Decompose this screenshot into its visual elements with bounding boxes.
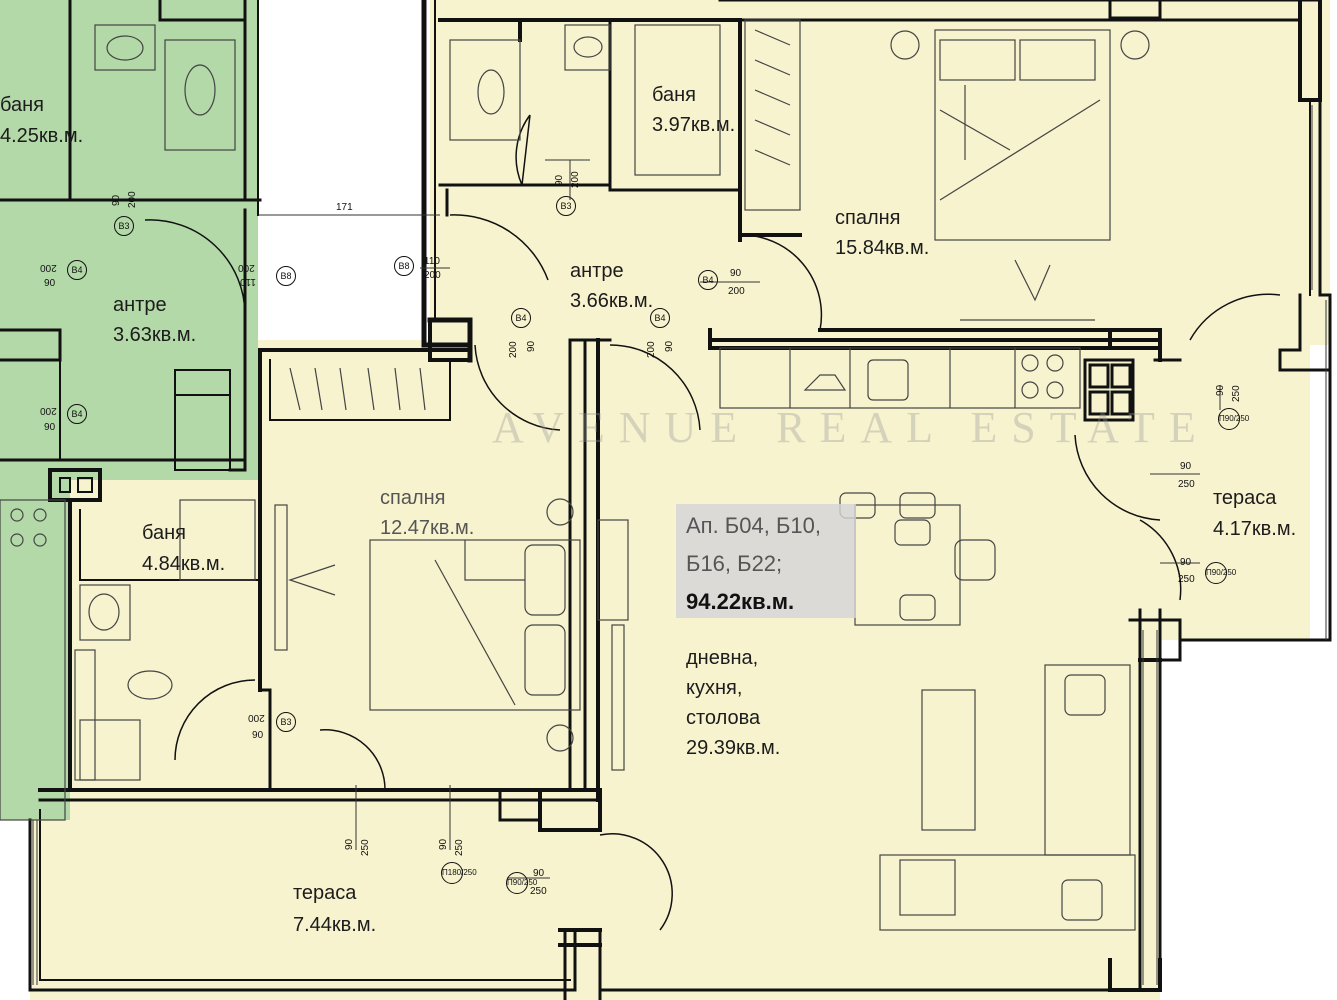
dimension-90-bottom-c: 90 — [533, 868, 545, 879]
dimension-90-terrace-b: 90 — [1180, 557, 1192, 568]
door-tag-b4-bedroom: В4 — [698, 270, 718, 290]
dimension-90-terrace-a: 90 — [1180, 461, 1192, 472]
room-area-terrace-bottom: 7.44кв.м. — [293, 914, 377, 936]
door-tag-b3-top: В3 — [556, 196, 576, 216]
room-area-hall: 3.66кв.м. — [570, 290, 654, 312]
dimension-06-rev-c: 06 — [252, 728, 264, 739]
apartment-summary: Ап. Б04, Б10, Б16, Б22; 94.22кв.м. — [676, 504, 856, 618]
room-name-living-line1: дневна, — [686, 647, 759, 669]
apartment-numbers-line1: Ап. Б04, Б10, — [686, 513, 821, 538]
room-name-terrace-right: тераса — [1213, 487, 1277, 509]
door-tag-b4-hall-right: В4 — [650, 308, 670, 328]
room-area-bath-left: 4.84кв.м. — [142, 553, 226, 575]
dimension-171: 171 — [336, 202, 353, 213]
dimension-90-terrace-door: 90 — [1215, 384, 1226, 396]
room-name-neighbor-hall: антре — [113, 294, 167, 316]
dimension-90-neighbor: 90 — [111, 194, 122, 206]
dimension-200-neighbor: 200 — [127, 191, 138, 208]
doors — [144, 114, 1281, 931]
door-tag-p90-terrace-b: П90/250 — [1205, 562, 1236, 584]
door-tag-p90-terrace-a: П90/250 — [1218, 408, 1249, 430]
room-name-bedroom-mid: спалня — [380, 487, 446, 509]
total-area: 94.22кв.м. — [686, 589, 795, 614]
dimension-lines — [258, 159, 1221, 879]
dimension-06-rev-a: 06 — [44, 276, 56, 287]
room-area-living: 29.39кв.м. — [686, 737, 781, 759]
room-area-neighbor-bath: 4.25кв.м. — [0, 125, 84, 147]
door-tag-b3-neighbor: В3 — [114, 216, 134, 236]
room-name-hall: антре — [570, 260, 624, 282]
door-tag-b4-neighbor-b: В4 — [67, 404, 87, 424]
room-name-bath-top: баня — [652, 84, 696, 106]
watermark: AVENUE REAL ESTATE — [492, 403, 1210, 452]
door-tag-b4-hall-left: В4 — [511, 308, 531, 328]
room-area-bath-top: 3.97кв.м. — [652, 114, 736, 136]
exterior-hatching — [32, 105, 1327, 985]
dimension-110-hall: 110 — [424, 256, 440, 267]
door-tag-b8-hall: В8 — [394, 256, 414, 276]
dimension-200-rev-a: 200 — [40, 262, 57, 273]
dimension-250-bottom-b: 250 — [454, 839, 465, 856]
room-name-bedroom-top: спалня — [835, 207, 901, 229]
door-tag-b3-bath: В3 — [276, 712, 296, 732]
dimension-250-terrace-a: 250 — [1178, 479, 1195, 490]
room-name-neighbor-bath: баня — [0, 94, 44, 116]
door-tag-p180-bottom: П180/250 — [441, 862, 477, 884]
door-tag-b4-neighbor-a: В4 — [67, 260, 87, 280]
room-name-bath-left: баня — [142, 522, 186, 544]
dimension-200-rev-c: 200 — [248, 712, 265, 723]
room-name-terrace-bottom: тераса — [293, 882, 357, 904]
dimension-250-bottom-c: 250 — [530, 886, 547, 897]
room-name-living-line2: кухня, — [686, 677, 743, 699]
dimension-90-hall-right: 90 — [664, 340, 675, 352]
dimension-90-bottom-a: 90 — [344, 838, 355, 850]
dimension-250-terrace-b: 250 — [1178, 574, 1195, 585]
dimension-200-hall: 200 — [424, 270, 441, 281]
dimension-200-hall-left: 200 — [508, 341, 519, 358]
dimension-90-top: 90 — [554, 174, 565, 186]
door-tag-b8-neighbor: В8 — [276, 266, 296, 286]
dimension-200-rev-neighbor: 200 — [238, 262, 255, 273]
room-area-neighbor-hall: 3.63кв.м. — [113, 324, 197, 346]
dimension-90-bottom-b: 90 — [438, 838, 449, 850]
door-tag-p90-bottom: П90/250 — [506, 872, 537, 894]
dimension-250-terrace-door: 250 — [1231, 385, 1242, 402]
room-name-living-line3: столова — [686, 707, 761, 729]
dimension-90-bedroom-door: 90 — [730, 268, 742, 279]
apartment-numbers-line2: Б16, Б22; — [686, 551, 783, 576]
dimension-250-bottom-a: 250 — [360, 839, 371, 856]
room-area-bedroom-top: 15.84кв.м. — [835, 237, 930, 259]
dimension-90-hall-left: 90 — [526, 340, 537, 352]
dimension-200-top: 200 — [570, 171, 581, 188]
room-area-bedroom-mid: 12.47кв.м. — [380, 517, 475, 539]
dimension-200-rev-b: 200 — [40, 405, 57, 416]
room-area-terrace-right: 4.17кв.м. — [1213, 518, 1297, 540]
dimension-110-rev-neighbor: 110 — [240, 276, 256, 287]
dimension-06-rev-b: 06 — [44, 420, 56, 431]
apartment-area — [30, 0, 1330, 1000]
furniture — [0, 19, 1150, 931]
dimension-200-hall-right: 200 — [646, 341, 657, 358]
dimension-200-bedroom-door: 200 — [728, 286, 745, 297]
